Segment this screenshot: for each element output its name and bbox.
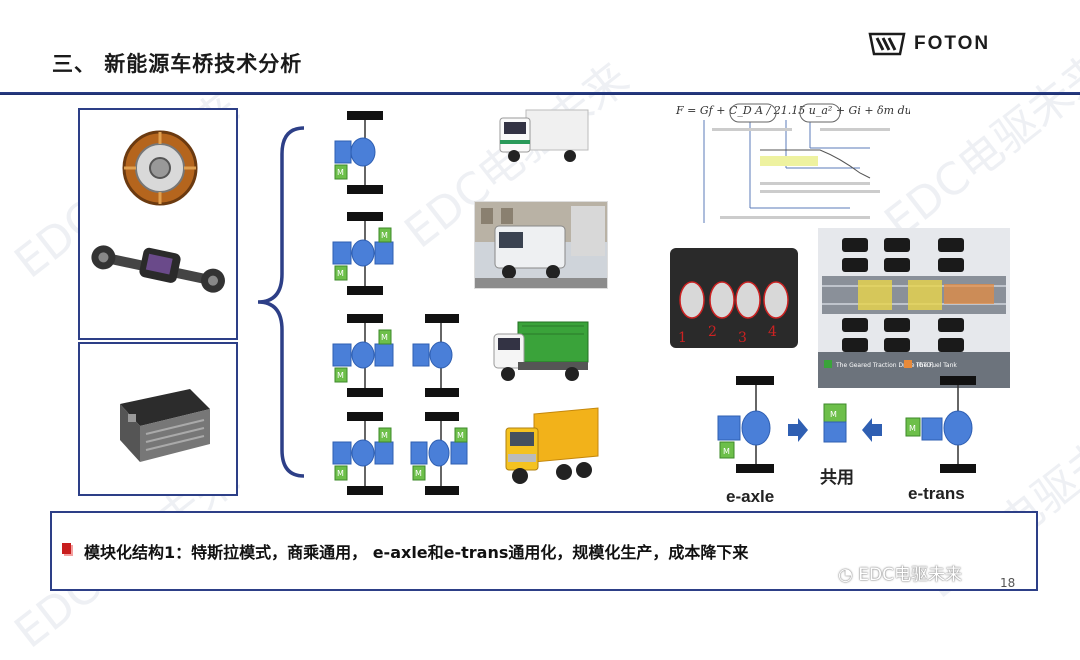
svg-text:F = Gf + C_D A / 21.15 u_a² +: F = Gf + C_D A / 21.15 u_a² + Gi + δm du… [675,104,910,117]
svg-text:M: M [337,269,344,278]
wechat-watermark: ◔ EDC电驱未来 [838,565,962,585]
truck-photo-street [474,201,608,289]
svg-text:The Geared Traction Drive (GTD: The Geared Traction Drive (GTD) [835,362,934,369]
svg-text:M: M [723,447,730,456]
config-single-motor-tandem-rear [412,314,459,397]
svg-text:M: M [909,424,916,433]
summary-box [50,511,1038,591]
gtd-chassis-layout: The Geared Traction Drive (GTD) The Fuel… [818,228,1010,388]
config-dual-motor-tandem-front: M M [332,314,394,397]
config-dual-motor-6x4-front: M M [332,412,394,495]
e-axle-label: e-axle [726,487,775,506]
brand-name: FOTON [914,33,991,54]
component-box-controller [78,342,238,496]
svg-text:M: M [337,168,344,177]
svg-text:M: M [830,410,837,419]
svg-text:4: 4 [768,324,777,340]
e-axle-e-trans-diagram: M M M [717,376,976,473]
foton-emblem-icon [868,32,906,56]
grouping-brace [257,126,305,478]
component-box-motor-axle [78,108,238,340]
traction-formula-diagram: F = Gf + C_D A / 21.15 u_a² + Gi + δm du… [675,103,910,223]
svg-text:M: M [337,469,344,478]
svg-text:M: M [381,231,388,240]
config-single-motor: M [334,111,383,194]
shared-motor: M [823,403,847,443]
config-dual-motor-6x4-rear: M M [410,412,468,495]
e-axle-module: M [717,376,774,473]
config-dual-motor: M M [332,212,394,295]
chassis-wheel-motor-view: 1 2 3 4 [660,238,806,360]
e-trans-label: e-trans [908,484,965,503]
svg-text:M: M [381,431,388,440]
svg-text:M: M [381,333,388,342]
svg-text:3: 3 [738,330,747,346]
svg-text:M: M [457,431,464,440]
truck-photo-semi [505,407,599,484]
e-trans-module: M [905,376,976,473]
svg-text:M: M [415,469,422,478]
arrow-right-icon [788,418,808,442]
bullet-icon [62,543,71,554]
arrow-left-icon [862,418,882,442]
brand-logo: FOTON [866,28,990,60]
wechat-icon: ◔ [838,565,859,585]
svg-text:The Fuel Tank: The Fuel Tank [915,362,957,369]
page-number: 18 [1000,576,1016,590]
axle-configuration-diagrams: M M M M M [332,111,468,495]
header-divider [0,92,1080,95]
controller-unit-image [120,389,210,462]
truck-photo-light [499,109,589,162]
shared-label: 共用 [820,468,854,487]
svg-text:M: M [337,371,344,380]
motor-and-axle-image [91,130,225,293]
page-title: 三、 新能源车桥技术分析 [52,52,303,76]
svg-text:2: 2 [708,324,717,340]
summary-text: 模块化结构1：特斯拉模式，商乘通用， e-axle和e-trans通用化，规模化… [84,543,749,562]
svg-text:1: 1 [678,330,687,346]
truck-photo-garbage [493,321,589,381]
